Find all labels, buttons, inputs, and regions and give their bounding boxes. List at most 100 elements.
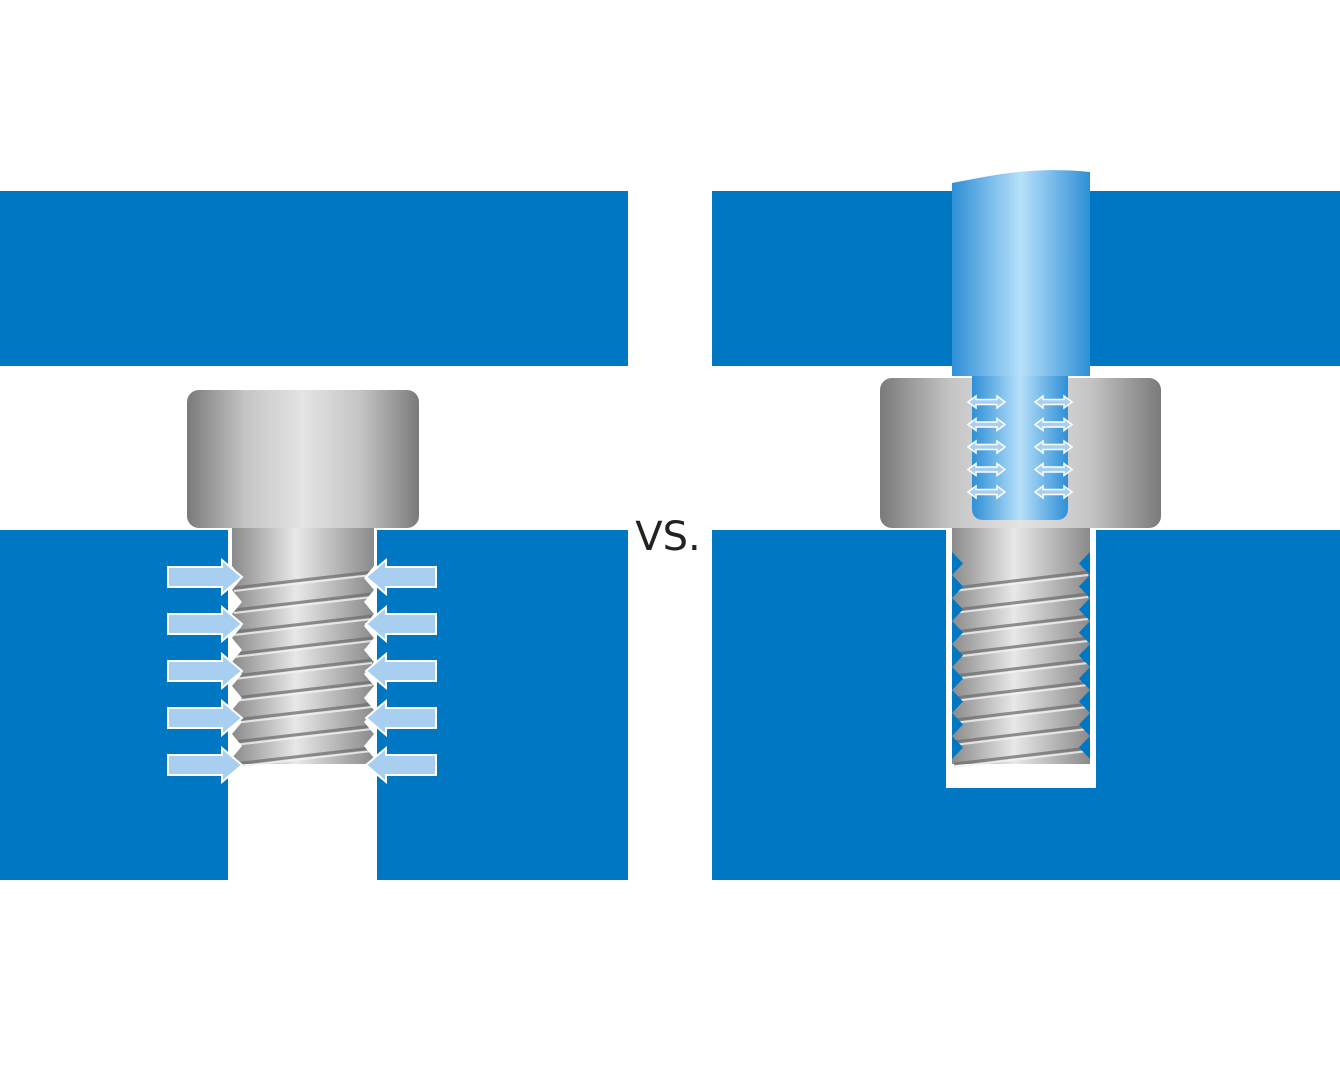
double-arrow-icon	[1033, 394, 1074, 410]
compression-arrow-icon	[167, 557, 244, 597]
thread-highlight	[233, 574, 373, 592]
right-pressure-arrows	[966, 394, 1074, 500]
thread-tooth	[364, 686, 374, 710]
thread-line	[953, 746, 1089, 766]
thread-tooth	[232, 638, 242, 662]
fluid-column-icon	[952, 170, 1090, 520]
left-panel	[0, 191, 628, 880]
thread-tooth	[1079, 598, 1090, 621]
thread-tooth	[952, 736, 963, 759]
thread-line	[953, 680, 1089, 700]
thread-tooth	[232, 590, 242, 614]
thread-line	[953, 658, 1089, 678]
thread-tooth	[952, 667, 963, 690]
thread-highlight	[233, 706, 373, 724]
double-arrow-icon	[966, 462, 1007, 477]
thread-tooth	[1079, 621, 1090, 644]
compression-arrow-icon	[364, 745, 437, 785]
right-panel	[712, 170, 1340, 880]
thread-highlight	[233, 618, 373, 636]
thread-tooth	[232, 686, 242, 710]
thread-tooth	[364, 638, 374, 662]
left-compression-arrows	[167, 557, 437, 785]
thread-tooth	[952, 621, 963, 644]
thread-tooth	[952, 552, 963, 575]
left-bottom-plate	[0, 530, 628, 880]
thread-highlight	[953, 574, 1089, 592]
double-arrow-icon	[1033, 439, 1074, 455]
thread-tooth	[1079, 575, 1090, 598]
fluid-in-bolt-bore	[972, 376, 1068, 520]
compression-arrow-icon	[364, 557, 437, 597]
right-bottom-plate	[712, 530, 1340, 880]
thread-highlight	[953, 596, 1089, 614]
compression-arrow-icon	[167, 745, 244, 785]
thread-highlight	[233, 662, 373, 680]
right-top-plate	[712, 191, 1340, 366]
left-bolt-threads	[233, 570, 373, 768]
thread-tooth	[952, 644, 963, 667]
compression-arrow-icon	[167, 604, 244, 644]
thread-tooth	[1079, 690, 1090, 713]
thread-tooth	[1079, 667, 1090, 690]
thread-highlight	[953, 662, 1089, 680]
thread-highlight	[953, 728, 1089, 746]
right-bolt-threads	[953, 570, 1089, 768]
left-top-plate	[0, 191, 628, 366]
compression-arrow-icon	[364, 604, 437, 644]
double-arrow-icon	[966, 394, 1007, 410]
thread-highlight	[953, 706, 1089, 724]
thread-highlight	[953, 684, 1089, 702]
left-bolt-head	[187, 390, 419, 528]
thread-line	[233, 746, 373, 766]
fluid-column	[952, 170, 1090, 376]
thread-tooth	[952, 575, 963, 598]
compression-arrow-icon	[167, 651, 244, 691]
double-arrow-icon	[966, 439, 1007, 455]
thread-tooth	[952, 713, 963, 736]
vs-label: VS.	[635, 514, 700, 560]
compression-arrow-icon	[167, 698, 244, 738]
double-arrow-icon	[966, 417, 1007, 432]
thread-line	[953, 592, 1089, 612]
thread-highlight	[233, 750, 373, 768]
thread-tooth	[364, 590, 374, 614]
thread-tooth	[1079, 713, 1090, 736]
thread-tooth	[1079, 552, 1090, 575]
thread-highlight	[233, 684, 373, 702]
thread-line	[953, 702, 1089, 722]
double-arrow-icon	[1033, 417, 1074, 432]
compression-arrow-icon	[364, 651, 437, 691]
thread-line	[233, 702, 373, 722]
thread-line	[233, 592, 373, 612]
thread-line	[233, 636, 373, 656]
thread-highlight	[953, 618, 1089, 636]
double-arrow-icon	[1033, 462, 1074, 477]
thread-highlight	[953, 750, 1089, 768]
thread-line	[953, 724, 1089, 744]
thread-line	[233, 724, 373, 744]
thread-tooth	[952, 690, 963, 713]
thread-line	[233, 570, 373, 590]
thread-highlight	[233, 728, 373, 746]
thread-tooth	[1079, 644, 1090, 667]
thread-highlight	[233, 640, 373, 658]
left-bolt	[187, 390, 419, 768]
thread-tooth	[1079, 736, 1090, 759]
thread-tooth	[232, 734, 242, 758]
right-bolt-thread-teeth	[952, 552, 1090, 759]
compression-arrow-icon	[364, 698, 437, 738]
thread-line	[953, 570, 1089, 590]
thread-line	[233, 680, 373, 700]
thread-line	[233, 614, 373, 634]
double-arrow-icon	[1033, 484, 1074, 500]
thread-line	[233, 658, 373, 678]
thread-highlight	[233, 596, 373, 614]
thread-highlight	[953, 640, 1089, 658]
thread-line	[953, 614, 1089, 634]
thread-tooth	[952, 598, 963, 621]
thread-line	[953, 636, 1089, 656]
thread-tooth	[364, 734, 374, 758]
double-arrow-icon	[966, 484, 1007, 500]
